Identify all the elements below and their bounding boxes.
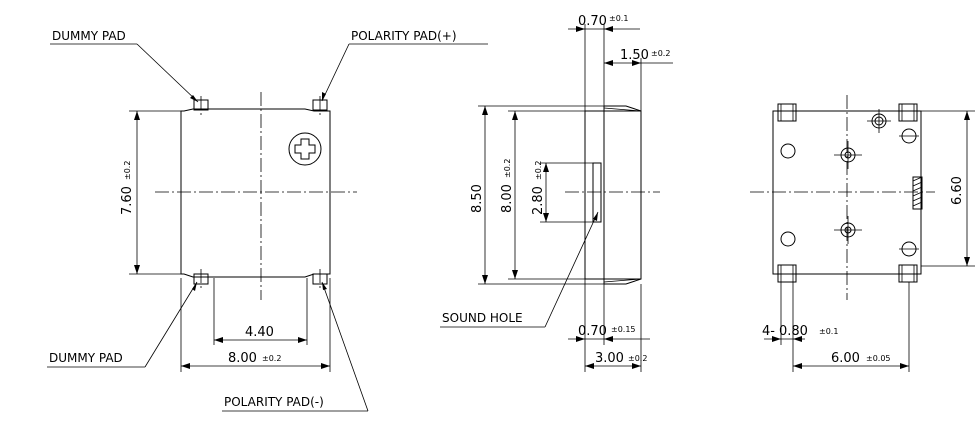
arrowhead bbox=[604, 336, 613, 342]
arrowhead bbox=[482, 275, 488, 284]
arrowhead bbox=[632, 60, 641, 66]
dim-side-top-offset-tol: ±0.1 bbox=[609, 14, 628, 23]
bottom-pad-bottom-left bbox=[777, 264, 797, 283]
arrowhead bbox=[964, 111, 970, 120]
arrowhead bbox=[793, 363, 802, 369]
side-cap-outline bbox=[603, 105, 642, 285]
arrowhead bbox=[793, 336, 802, 342]
label-polarity-pad-plus: POLARITY PAD(+) bbox=[351, 29, 457, 43]
arrowhead bbox=[321, 363, 330, 369]
plus-in-circle-icon bbox=[288, 132, 322, 166]
arrowhead bbox=[772, 336, 781, 342]
dimension-text: 7.60 bbox=[120, 186, 135, 215]
dim-side-body-height: 8.00 ±0.2 bbox=[500, 159, 515, 213]
arrowhead bbox=[322, 92, 326, 101]
leader-line bbox=[544, 211, 599, 328]
sound-hole bbox=[592, 162, 602, 223]
dimension-text: ±0.2 bbox=[503, 159, 512, 178]
arrowhead bbox=[190, 95, 198, 102]
dimension-text: 6.60 bbox=[950, 176, 965, 205]
arrowhead bbox=[192, 282, 197, 291]
bottom-pad-bottom-right bbox=[898, 264, 918, 283]
dimension-text: 2.80 bbox=[531, 186, 546, 215]
dim-side-rim-tol: ±0.2 bbox=[651, 49, 670, 58]
dim-front-width-tol: ±0.2 bbox=[262, 354, 281, 363]
arrowhead bbox=[134, 111, 140, 120]
arrowhead bbox=[512, 111, 518, 120]
arrowhead bbox=[604, 26, 613, 32]
label-dummy-pad-bottom: DUMMY PAD bbox=[49, 351, 123, 365]
arrowhead bbox=[214, 337, 223, 343]
arrowhead bbox=[322, 282, 327, 290]
bottom-view: 6.60 4- 0.80 ±0.1 6.00 ±0.05 bbox=[750, 95, 975, 372]
arrowhead bbox=[576, 336, 585, 342]
dim-bottom-pad-count: 4- bbox=[762, 324, 775, 339]
label-sound-hole: SOUND HOLE bbox=[442, 311, 523, 325]
arrowhead bbox=[512, 270, 518, 279]
leader-line bbox=[144, 281, 198, 368]
arrowhead bbox=[482, 106, 488, 115]
dim-bottom-pad-span: 6.60 bbox=[950, 176, 965, 205]
dim-bottom-pad-pitch-tol: ±0.05 bbox=[866, 354, 891, 363]
drawing-line bbox=[834, 109, 919, 250]
dimension-text: ±0.2 bbox=[534, 161, 543, 180]
arrowhead bbox=[593, 212, 598, 221]
arrowhead bbox=[604, 60, 613, 66]
dimension-text: 8.50 bbox=[470, 184, 485, 213]
bottom-side-tab bbox=[912, 176, 923, 210]
dimension-text: 8.00 bbox=[500, 184, 515, 213]
dim-side-bottom-offset-tol: ±0.15 bbox=[611, 325, 636, 334]
dim-side-depth-tol: ±0.2 bbox=[628, 354, 647, 363]
leader-line bbox=[321, 43, 350, 102]
dimension-text: ±0.2 bbox=[123, 161, 132, 180]
drawing-line bbox=[912, 176, 923, 207]
leader-line bbox=[321, 281, 369, 412]
arrowhead bbox=[576, 26, 585, 32]
dim-bottom-pad-width: 0.80 bbox=[779, 324, 808, 339]
arrowhead bbox=[632, 363, 641, 369]
bottom-body-outline bbox=[772, 110, 922, 275]
front-body-outline bbox=[180, 108, 331, 278]
dim-side-depth: 3.00 bbox=[595, 351, 624, 366]
arrowhead bbox=[900, 363, 909, 369]
dim-side-overall-height: 8.50 bbox=[470, 184, 485, 213]
dim-bottom-pad-pitch: 6.00 bbox=[831, 351, 860, 366]
arrowhead bbox=[181, 363, 190, 369]
arrowhead bbox=[964, 257, 970, 266]
leader-line bbox=[136, 43, 199, 103]
bottom-pad-top-left bbox=[777, 103, 797, 122]
side-view: 0.70 ±0.1 1.50 ±0.2 8.50 8.00 ±0.2 2.80 … bbox=[440, 14, 673, 372]
arrowhead bbox=[543, 163, 549, 172]
drawing-line bbox=[603, 278, 642, 283]
bottom-pad-top-right bbox=[898, 103, 918, 122]
arrowhead bbox=[298, 337, 307, 343]
dim-front-width: 8.00 bbox=[228, 351, 257, 366]
label-dummy-pad-top: DUMMY PAD bbox=[52, 29, 126, 43]
dim-side-hole-height: 2.80 ±0.2 bbox=[531, 161, 546, 215]
hole-upper-left bbox=[780, 143, 796, 159]
dim-front-pad-spacing: 4.40 bbox=[245, 325, 274, 340]
dim-side-top-offset: 0.70 bbox=[578, 14, 607, 29]
arrowhead bbox=[543, 213, 549, 222]
hole-lower-left bbox=[780, 231, 796, 247]
front-view: DUMMY PAD POLARITY PAD(+) DUMMY PAD POLA… bbox=[47, 29, 488, 412]
dim-side-rim: 1.50 bbox=[620, 48, 649, 63]
dim-front-height: 7.60 ±0.2 bbox=[120, 161, 135, 215]
drawing-line bbox=[603, 107, 642, 112]
dim-bottom-pad-width-tol: ±0.1 bbox=[819, 327, 838, 336]
label-polarity-pad-minus: POLARITY PAD(-) bbox=[224, 395, 324, 409]
dim-side-bottom-offset: 0.70 bbox=[578, 324, 607, 339]
arrowhead bbox=[134, 265, 140, 274]
arrowhead bbox=[585, 363, 594, 369]
